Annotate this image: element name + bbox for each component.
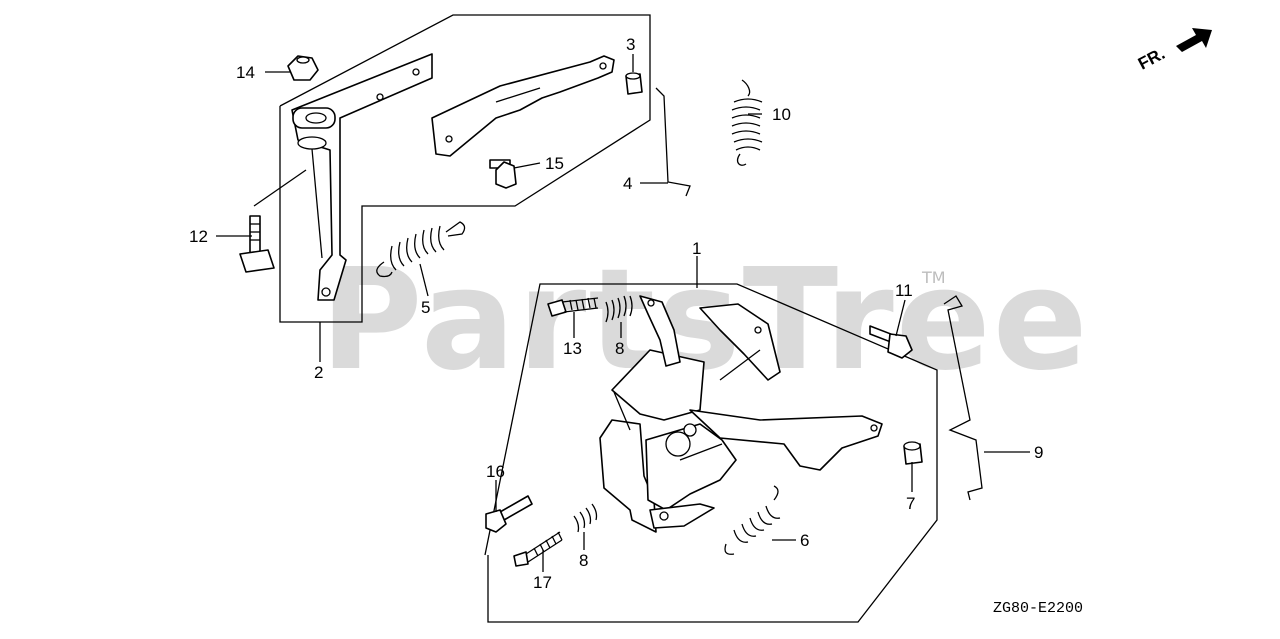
spring-part-5 xyxy=(376,221,466,278)
bolt-part-13 xyxy=(547,297,599,317)
rod-part-4 xyxy=(655,87,691,197)
spring-part-10 xyxy=(731,79,763,166)
drawing-code: ZG80-E2200 xyxy=(993,600,1083,617)
callout-15: 15 xyxy=(545,154,564,173)
callout-8-lower: 8 xyxy=(579,551,588,570)
spring-part-6 xyxy=(724,485,781,555)
grommet-part-3 xyxy=(625,72,643,95)
group-outline-lower xyxy=(484,283,938,623)
bolt-part-16 xyxy=(485,495,533,533)
watermark-trademark: TM xyxy=(921,268,946,287)
callout-5: 5 xyxy=(421,298,430,317)
watermark-text: PartsTree xyxy=(320,239,1090,402)
callout-12: 12 xyxy=(189,227,208,246)
spring-part-8-upper xyxy=(605,295,633,323)
callout-9: 9 xyxy=(1034,443,1043,462)
callout-10: 10 xyxy=(772,105,791,124)
screw-part-17 xyxy=(513,531,563,567)
callout-4: 4 xyxy=(623,174,632,193)
callout-7: 7 xyxy=(906,494,915,513)
rod-part-9 xyxy=(943,295,983,501)
front-arrow-icon xyxy=(1176,28,1212,52)
callout-11: 11 xyxy=(895,281,913,300)
spring-part-8-lower xyxy=(573,503,598,533)
callout-6: 6 xyxy=(800,531,809,550)
callout-1: 1 xyxy=(692,239,701,258)
front-label: FR. xyxy=(1135,44,1168,74)
bolt-part-12 xyxy=(239,215,275,273)
callout-17: 17 xyxy=(533,573,552,592)
front-direction-indicator: FR. xyxy=(1135,28,1212,74)
callout-2: 2 xyxy=(314,363,323,382)
group-outline-upper xyxy=(279,14,651,323)
control-base-part-1 xyxy=(599,295,883,533)
callout-13: 13 xyxy=(563,339,582,358)
nut-part-14 xyxy=(287,55,319,81)
governor-arm-part xyxy=(291,53,433,301)
grommet-part-7 xyxy=(903,441,923,465)
bolt-part-15 xyxy=(489,159,517,189)
throttle-link-plate xyxy=(431,55,615,157)
callout-3: 3 xyxy=(626,35,635,54)
callout-14: 14 xyxy=(236,63,255,82)
leader-lines xyxy=(216,54,1030,572)
callout-8-upper: 8 xyxy=(615,339,624,358)
callout-16: 16 xyxy=(486,462,505,481)
bolt-part-11 xyxy=(869,325,913,359)
